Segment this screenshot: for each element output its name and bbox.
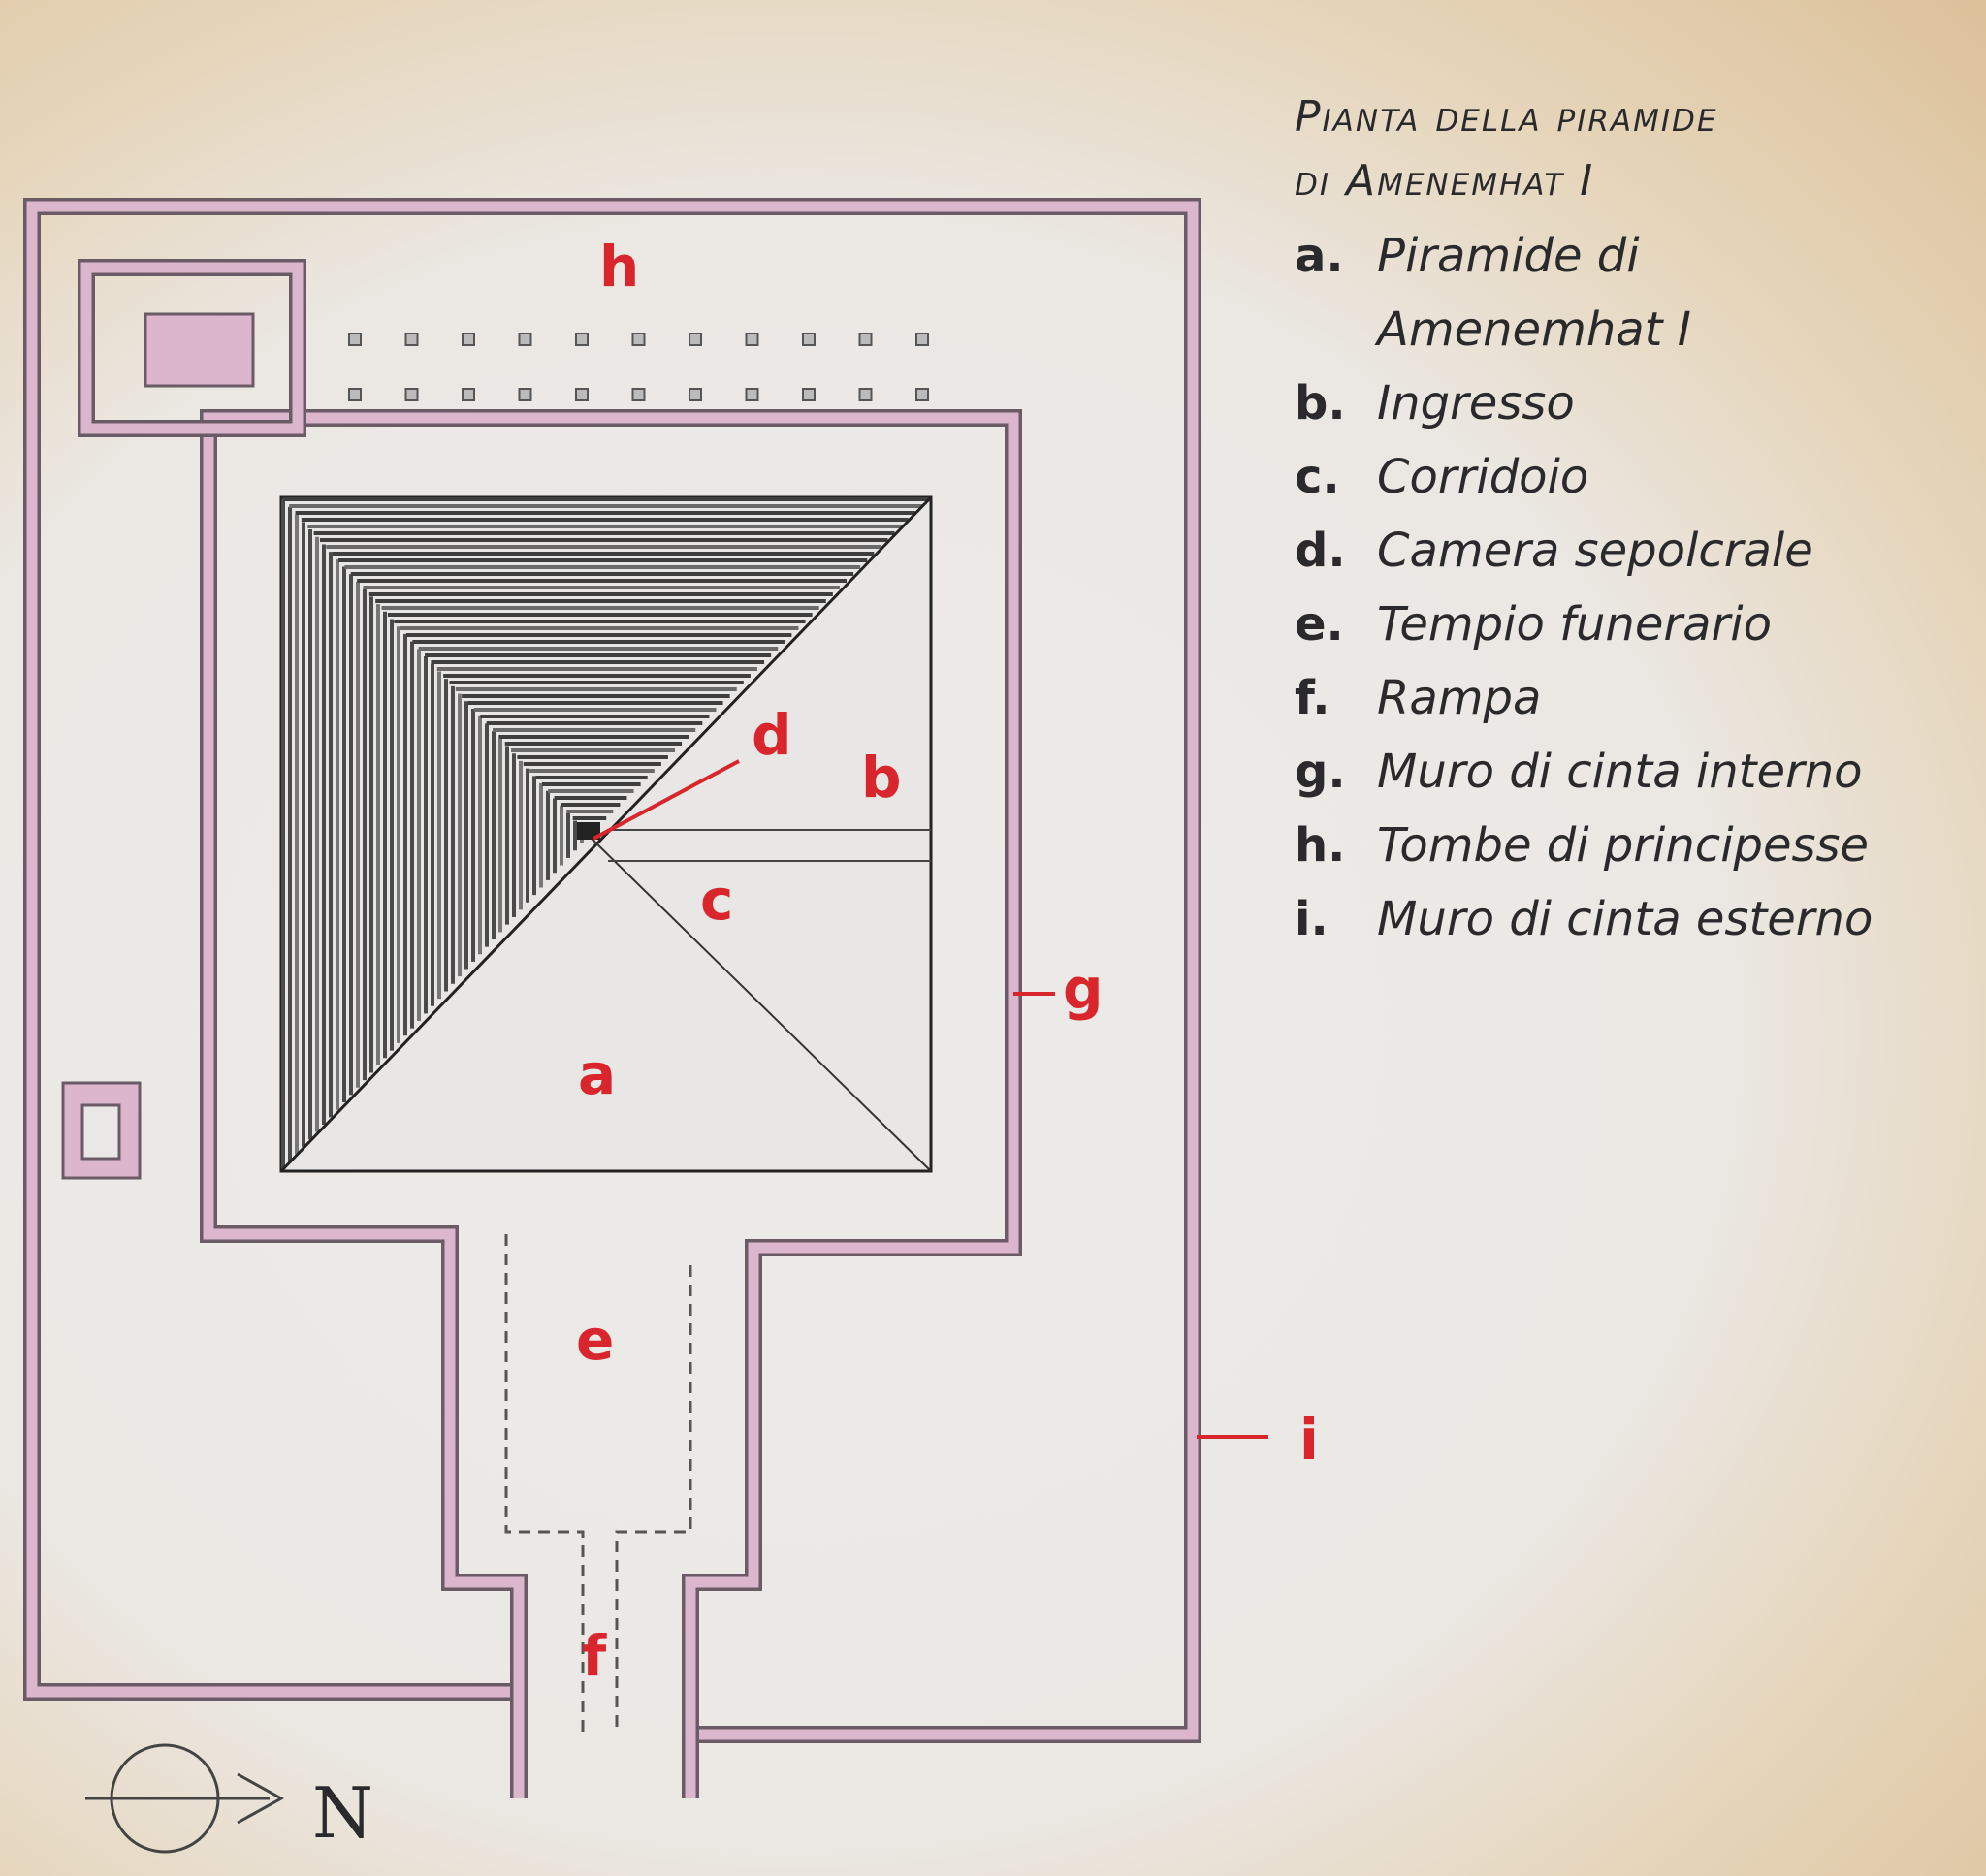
- tomb-shaft: [915, 388, 929, 401]
- legend-key: e.: [1295, 597, 1344, 652]
- legend-text: Muro di cinta esterno: [1377, 892, 1874, 946]
- legend-item: e. Tempio funerario: [1295, 588, 1881, 661]
- legend-text: Corridoio: [1377, 450, 1589, 504]
- legend-item: a. Piramide di Amenemhat I: [1295, 219, 1881, 366]
- tomb-shaft: [462, 333, 475, 346]
- label-d: d: [752, 702, 792, 768]
- legend-text: Rampa: [1377, 671, 1542, 725]
- tomb-shaft: [858, 388, 873, 401]
- tomb-shaft: [518, 333, 532, 346]
- burial-chamber: [577, 822, 600, 840]
- legend-key: a.: [1295, 229, 1344, 283]
- tomb-shaft: [631, 388, 646, 401]
- legend-title-line1: Pianta della piramide: [1295, 92, 1718, 142]
- legend-text: Piramide di Amenemhat I: [1377, 229, 1691, 357]
- pyramid-a: [279, 495, 933, 1173]
- label-e: e: [576, 1307, 614, 1373]
- legend-text: Ingresso: [1377, 376, 1575, 430]
- legend-item: h. Tombe di principesse: [1295, 809, 1881, 882]
- legend-key: h.: [1295, 818, 1346, 873]
- label-c: c: [700, 867, 733, 933]
- north-arrow-icon: [85, 1743, 285, 1854]
- leader-lines: [593, 759, 1268, 1439]
- tomb-shaft: [745, 388, 759, 401]
- legend-text: Muro di cinta interno: [1377, 745, 1863, 799]
- legend-text: Tempio funerario: [1377, 597, 1772, 652]
- legend-key: g.: [1295, 745, 1346, 799]
- legend-item: f. Rampa: [1295, 661, 1881, 735]
- tomb-shaft: [348, 388, 362, 401]
- tomb-shaft: [802, 388, 816, 401]
- legend-item: c. Corridoio: [1295, 440, 1881, 514]
- label-h: h: [599, 234, 639, 300]
- legend-title-line2: di Amenemhat I: [1295, 156, 1595, 206]
- legend-item: d. Camera sepolcrale: [1295, 514, 1881, 588]
- tomb-shaft: [404, 333, 419, 346]
- label-g: g: [1063, 956, 1104, 1022]
- outer-wall-i: [23, 198, 1201, 1743]
- compass-north-label: N: [312, 1772, 373, 1854]
- tomb-shaft: [689, 388, 702, 401]
- tomb-shaft: [462, 388, 475, 401]
- tomb-shaft: [745, 333, 759, 346]
- tomb-shaft: [518, 388, 532, 401]
- legend-key: b.: [1295, 376, 1346, 430]
- label-f: f: [582, 1623, 607, 1689]
- legend-text: Tombe di principesse: [1377, 818, 1870, 873]
- tomb-shaft: [348, 333, 362, 346]
- tomb-shafts: [348, 333, 929, 401]
- inner-wall-g: [200, 409, 1022, 1798]
- legend-item: b. Ingresso: [1295, 366, 1881, 440]
- label-i: i: [1299, 1407, 1319, 1473]
- tomb-shaft: [689, 333, 702, 346]
- legend-key: d.: [1295, 524, 1346, 578]
- label-b: b: [861, 745, 902, 811]
- tomb-shaft: [404, 388, 419, 401]
- legend-key: c.: [1295, 450, 1340, 504]
- legend-key: f.: [1295, 671, 1330, 725]
- legend-key: i.: [1295, 892, 1329, 946]
- legend: Pianta della piramide di Amenemhat I a. P…: [1295, 85, 1881, 956]
- tomb-shaft: [802, 333, 816, 346]
- tomb-shaft: [915, 333, 929, 346]
- tomb-shaft: [575, 388, 589, 401]
- tomb-shaft: [631, 333, 646, 346]
- princess-tombs-complex: [61, 259, 306, 1180]
- legend-text: Camera sepolcrale: [1377, 524, 1813, 578]
- legend-item: g. Muro di cinta interno: [1295, 735, 1881, 809]
- temple-outline: [504, 1234, 692, 1734]
- legend-item: i. Muro di cinta esterno: [1295, 882, 1881, 956]
- label-a: a: [578, 1041, 616, 1107]
- tomb-shaft: [858, 333, 873, 346]
- tomb-shaft: [575, 333, 589, 346]
